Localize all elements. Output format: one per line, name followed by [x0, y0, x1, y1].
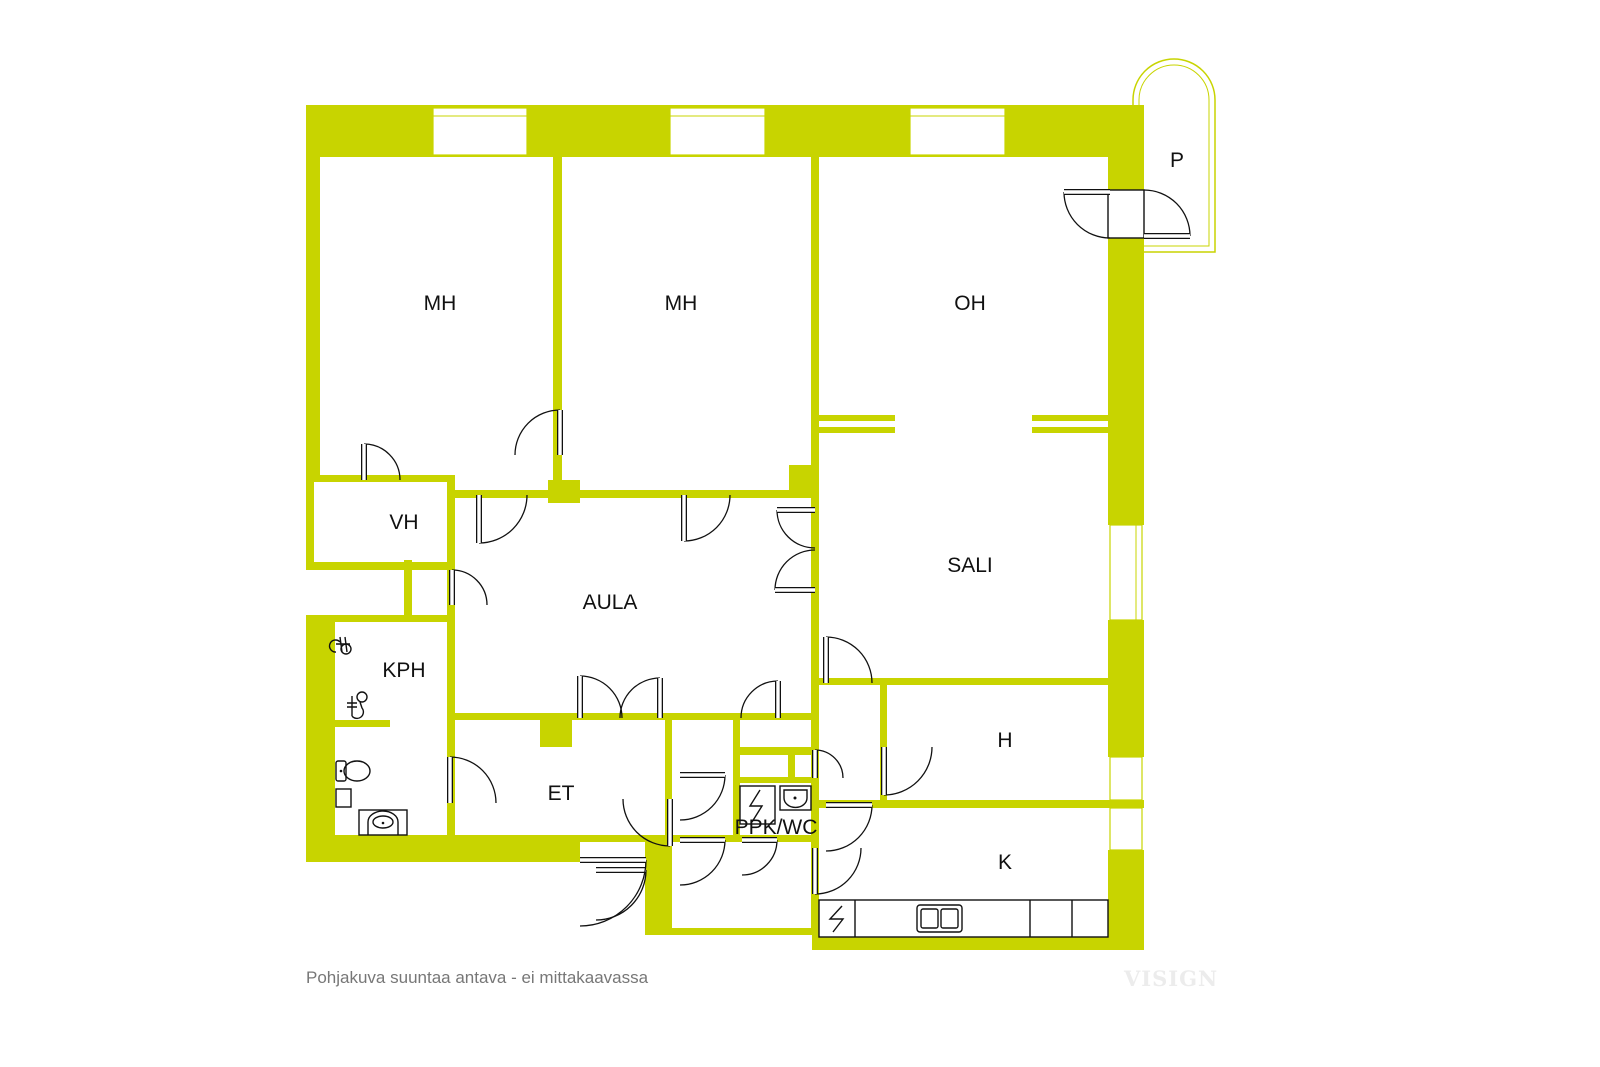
- windows: [432, 107, 1143, 851]
- wc-sink-icon: [779, 785, 812, 811]
- shower-icon-2: [347, 691, 368, 720]
- door-icon: [1143, 189, 1191, 239]
- door-icon: [514, 409, 563, 456]
- room-label-aula: AULA: [583, 591, 638, 614]
- door-icon: [476, 494, 528, 544]
- door-icon: [812, 749, 844, 779]
- door-icon: [740, 680, 781, 719]
- room-label-k: K: [998, 851, 1012, 874]
- room-label-mh-2: MH: [665, 292, 698, 315]
- door-icon: [595, 867, 647, 921]
- room-label-et: ET: [548, 782, 575, 805]
- door-icon: [679, 837, 726, 886]
- door-icon: [447, 756, 497, 804]
- room-label-p: P: [1170, 149, 1184, 172]
- brand-watermark: VISIGN: [1124, 966, 1219, 991]
- door-icon: [449, 569, 488, 606]
- bathroom-sink-icon: [358, 809, 408, 836]
- room-label-kph: KPH: [382, 659, 425, 682]
- stove-icon: [828, 905, 845, 933]
- door-icon: [577, 675, 623, 719]
- door-icon: [679, 772, 726, 821]
- door-icon: [1063, 189, 1111, 239]
- door-icon: [361, 443, 401, 481]
- door-icon: [881, 746, 933, 796]
- walls: [306, 105, 1144, 950]
- door-icon: [622, 798, 673, 847]
- room-label-sali: SALI: [947, 554, 993, 577]
- room-label-oh: OH: [954, 292, 986, 315]
- door-icon: [812, 847, 862, 895]
- room-label-vh: VH: [389, 511, 418, 534]
- door-icon: [619, 677, 663, 719]
- cabinet-icon: [335, 788, 352, 808]
- room-label-mh-1: MH: [424, 292, 457, 315]
- shower-icon: [328, 636, 352, 655]
- room-label-ppk-wc: PPK/WC: [735, 816, 818, 839]
- kitchen-sink-icon: [916, 904, 963, 933]
- door-icon: [774, 549, 816, 593]
- kitchen-counter: [818, 899, 1109, 938]
- room-label-h: H: [997, 729, 1012, 752]
- door-icon: [681, 494, 731, 542]
- door-icon: [741, 837, 778, 876]
- sauna-stove-icon: [739, 785, 776, 825]
- door-icon: [825, 802, 873, 852]
- door-icon: [823, 636, 873, 684]
- toilet-icon: [335, 760, 371, 782]
- doors: [361, 189, 1191, 927]
- disclaimer-text: Pohjakuva suuntaa antava - ei mittakaava…: [306, 968, 649, 987]
- door-icon: [776, 507, 816, 549]
- balcony-door-frame: [1107, 189, 1145, 239]
- balcony-outline: [1132, 58, 1216, 253]
- door-icon: [579, 857, 647, 927]
